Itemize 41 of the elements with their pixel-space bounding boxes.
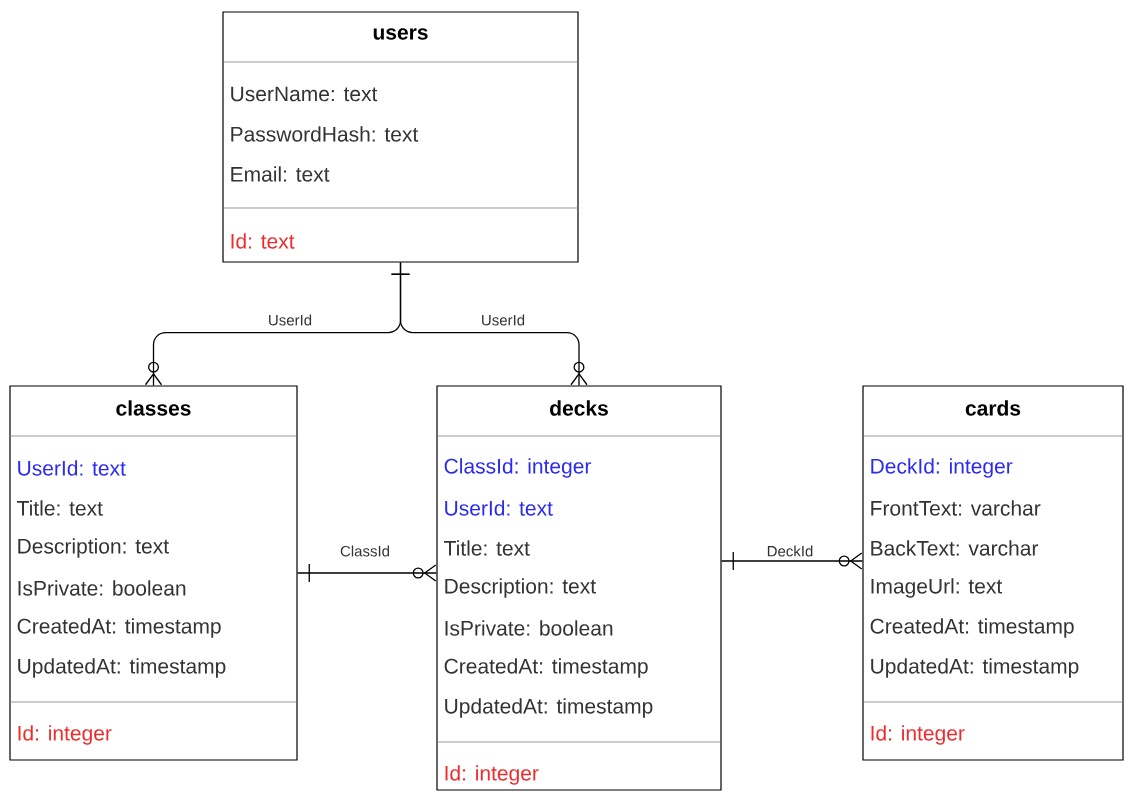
table-box bbox=[222, 11, 579, 263]
field-text: UserId: text bbox=[18, 460, 126, 476]
field-text: Id: text bbox=[231, 233, 295, 249]
field-text: UpdatedAt: timestamp bbox=[445, 698, 653, 718]
field-text: IsPrivate: boolean bbox=[445, 620, 613, 636]
field-text: ClassId: integer bbox=[444, 458, 592, 478]
field-text: IsPrivate: boolean bbox=[18, 580, 186, 596]
field-text: Title: text bbox=[444, 540, 530, 556]
relationship-line bbox=[390, 261, 588, 387]
edge-label: UserId bbox=[479, 313, 527, 327]
field-text: Description: text bbox=[18, 538, 169, 558]
table-box bbox=[9, 385, 298, 761]
field-text: UserName: text bbox=[231, 86, 378, 102]
field-text: CreatedAt: timestamp bbox=[870, 618, 1074, 638]
table-title: decks bbox=[550, 400, 608, 416]
field-text: UserId: text bbox=[445, 500, 553, 516]
relationship-line bbox=[720, 551, 864, 571]
field-text: UpdatedAt: timestamp bbox=[871, 658, 1079, 678]
field-text: Id: integer bbox=[18, 725, 112, 745]
table-title: cards bbox=[965, 400, 1021, 416]
field-text: PasswordHash: text bbox=[231, 126, 419, 142]
field-text: Id: integer bbox=[445, 765, 539, 785]
field-text: DeckId: integer bbox=[871, 458, 1013, 478]
field-text: Email: text bbox=[231, 166, 330, 182]
field-text: FrontText: varchar bbox=[871, 500, 1041, 516]
field-text: ImageUrl: text bbox=[871, 578, 1003, 598]
field-text: CreatedAt: timestamp bbox=[444, 658, 648, 678]
field-text: Id: integer bbox=[871, 725, 965, 745]
table-box bbox=[436, 385, 722, 791]
edge-label: DeckId bbox=[765, 544, 815, 558]
field-text: BackText: varchar bbox=[871, 540, 1039, 556]
edge-label: UserId bbox=[266, 313, 314, 327]
table-title: classes bbox=[116, 400, 191, 416]
table-title: users bbox=[373, 28, 428, 40]
field-text: CreatedAt: timestamp bbox=[17, 618, 221, 638]
table-box bbox=[862, 385, 1124, 761]
relationship-line bbox=[296, 563, 438, 583]
field-text: Description: text bbox=[445, 578, 596, 598]
field-text: Title: text bbox=[17, 500, 103, 516]
field-text: UpdatedAt: timestamp bbox=[18, 658, 226, 678]
edge-label: ClassId bbox=[339, 544, 391, 558]
